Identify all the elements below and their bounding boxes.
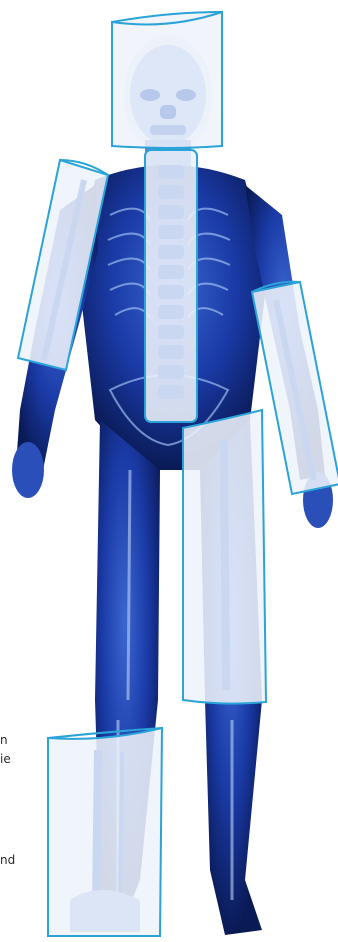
region-head (112, 12, 222, 148)
region-right-thigh (183, 410, 266, 704)
region-spine (145, 150, 197, 422)
text-fragment-3: nd (0, 853, 15, 867)
text-fragment-1: n (0, 733, 8, 747)
region-right-forearm (252, 282, 338, 494)
text-fragment-2: ie (0, 752, 11, 766)
region-left-lower-leg (48, 728, 162, 936)
